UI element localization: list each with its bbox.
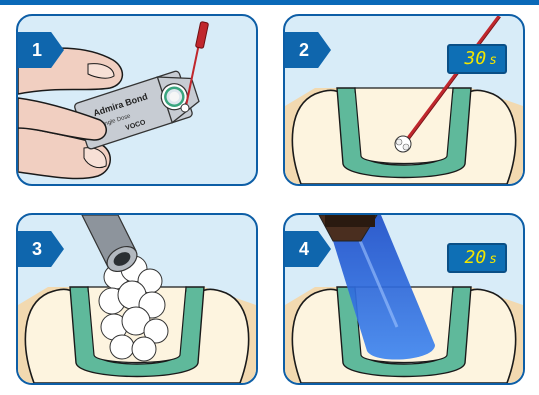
timer-value-4: 20 xyxy=(464,247,486,268)
top-accent-bar xyxy=(0,0,539,5)
step-3-panel: 3 xyxy=(16,213,258,385)
timer-unit-4: s xyxy=(489,252,497,267)
timer-unit-2: s xyxy=(489,53,497,68)
step-1-panel: Admira Bond Single Dose VOCO 1 xyxy=(16,14,258,186)
timer-value-2: 30 xyxy=(464,48,486,69)
